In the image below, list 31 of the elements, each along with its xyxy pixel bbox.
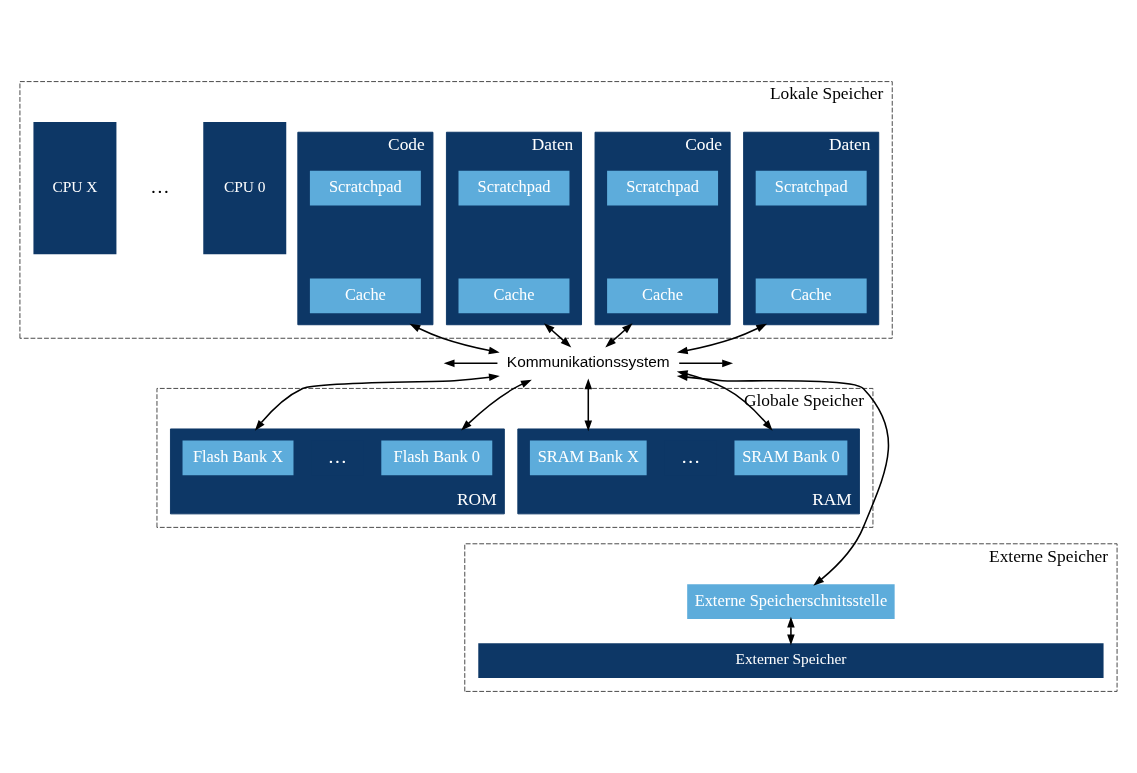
- node-box: CPU X: [33, 122, 117, 255]
- label: …: [680, 445, 701, 467]
- node-box: Scratchpad: [607, 170, 719, 206]
- arrow: [461, 379, 532, 431]
- node-box: SRAM Bank 0: [734, 440, 848, 476]
- arrow: [409, 323, 500, 355]
- label: …: [327, 445, 348, 467]
- node-box: Externe Speicherschnitsstelle: [687, 584, 895, 620]
- node-box: Scratchpad: [458, 170, 570, 206]
- arrow: [543, 323, 572, 348]
- arrow: [605, 323, 633, 348]
- node-box: Flash Bank X: [182, 440, 294, 476]
- arrow: [676, 323, 768, 355]
- node-box: Cache: [607, 278, 719, 314]
- node-box: Scratchpad: [309, 170, 421, 206]
- node-box: Cache: [309, 278, 421, 314]
- node-box: Flash Bank 0: [381, 440, 493, 476]
- arrow: [584, 378, 593, 432]
- arrow: [787, 616, 795, 646]
- node-box: CPU 0: [203, 122, 287, 255]
- node-text: Kommunikationssystem: [506, 353, 670, 371]
- node-box: SRAM Bank X: [529, 440, 647, 476]
- node-box: Cache: [755, 278, 867, 314]
- label: …: [150, 176, 170, 198]
- node-box: Externer Speicher: [478, 643, 1104, 678]
- node-box: Scratchpad: [755, 170, 867, 206]
- node-box: Cache: [458, 278, 570, 314]
- arrow: [254, 373, 500, 431]
- arrow: [676, 373, 890, 586]
- arrow: [678, 359, 734, 368]
- arrow: [443, 359, 499, 368]
